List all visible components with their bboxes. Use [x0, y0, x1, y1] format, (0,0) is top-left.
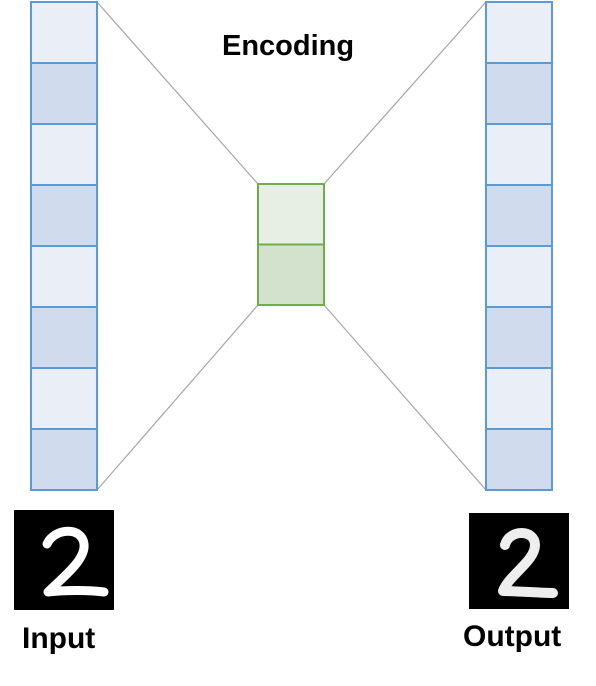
connector-output-bottom	[323, 304, 487, 491]
input-layer	[30, 1, 98, 491]
input-digit-image	[14, 510, 114, 610]
encoding-layer-cell-1	[257, 183, 325, 246]
output-layer-cell-6	[485, 306, 553, 369]
input-layer-cell-4	[30, 184, 98, 247]
input-layer-cell-2	[30, 62, 98, 125]
input-label: Input	[22, 622, 96, 655]
input-layer-cell-1	[30, 1, 98, 64]
input-layer-cell-6	[30, 306, 98, 369]
output-layer-cell-7	[485, 367, 553, 430]
encoding-label: Encoding	[222, 30, 355, 62]
connector-lines	[96, 1, 487, 491]
output-layer-cell-2	[485, 62, 553, 125]
output-layer-cell-8	[485, 428, 553, 491]
output-layer-cell-5	[485, 245, 553, 308]
output-layer-cell-4	[485, 184, 553, 247]
output-layer	[485, 1, 553, 491]
input-layer-cell-8	[30, 428, 98, 491]
connector-output-top	[323, 1, 487, 185]
input-layer-cell-5	[30, 245, 98, 308]
encoding-layer-cell-2	[257, 243, 325, 306]
encoding-layer	[257, 183, 325, 306]
input-layer-cell-7	[30, 367, 98, 430]
output-layer-cell-1	[485, 1, 553, 64]
connector-input-bottom	[96, 304, 259, 491]
input-layer-cell-3	[30, 123, 98, 186]
connector-input-top	[96, 1, 259, 185]
output-layer-cell-3	[485, 123, 553, 186]
output-label: Output	[463, 620, 562, 653]
output-digit-image	[469, 513, 569, 609]
